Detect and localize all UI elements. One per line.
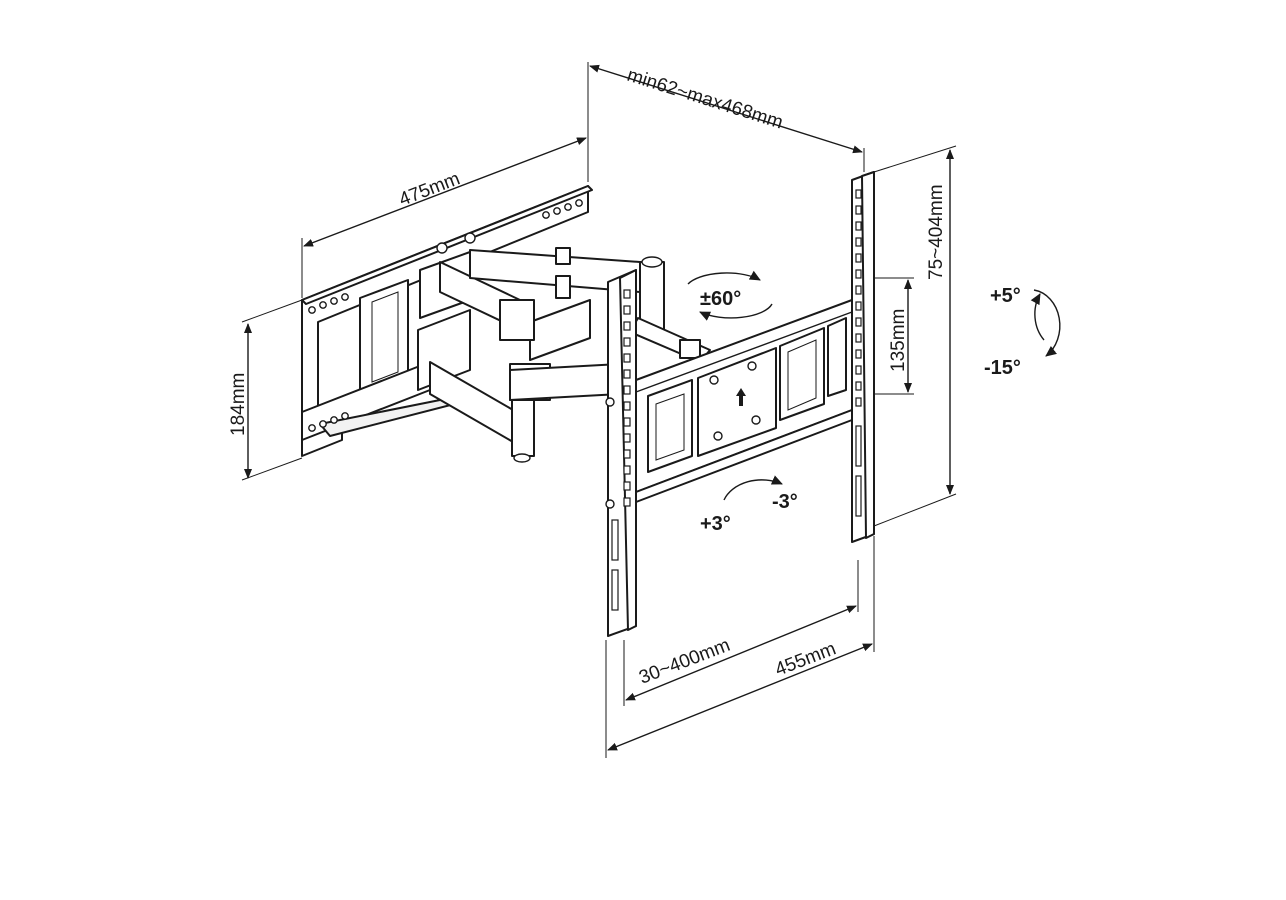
wall-plate-height-label: 184mm xyxy=(228,373,249,436)
dimension-lines xyxy=(241,62,957,758)
tv-bracket-left-rail xyxy=(605,269,637,637)
bracket-width-label: 455mm xyxy=(772,638,839,680)
tilt-up-label: +5° xyxy=(990,285,1021,307)
articulating-arms xyxy=(429,247,711,463)
left-rail-slots xyxy=(623,289,631,507)
rotate-minus-label: -3° xyxy=(772,491,798,513)
depth-label: min62~max468mm xyxy=(624,65,785,134)
wall-plate-holes-left xyxy=(308,293,349,432)
vertical-range-label: 75~404mm xyxy=(926,184,947,280)
angle-indicators xyxy=(687,270,1061,501)
tilt-down-label: -15° xyxy=(984,357,1021,379)
tv-mounting-plate xyxy=(635,299,853,503)
swivel-angle-label: ±60° xyxy=(700,288,741,310)
wall-plate xyxy=(301,185,593,457)
wall-plate-width-label: 475mm xyxy=(396,168,463,210)
center-height-label: 135mm xyxy=(888,309,909,372)
tv-bracket-right-rail xyxy=(851,171,875,543)
rotate-plus-label: +3° xyxy=(700,513,731,535)
right-rail-slots xyxy=(855,189,862,407)
